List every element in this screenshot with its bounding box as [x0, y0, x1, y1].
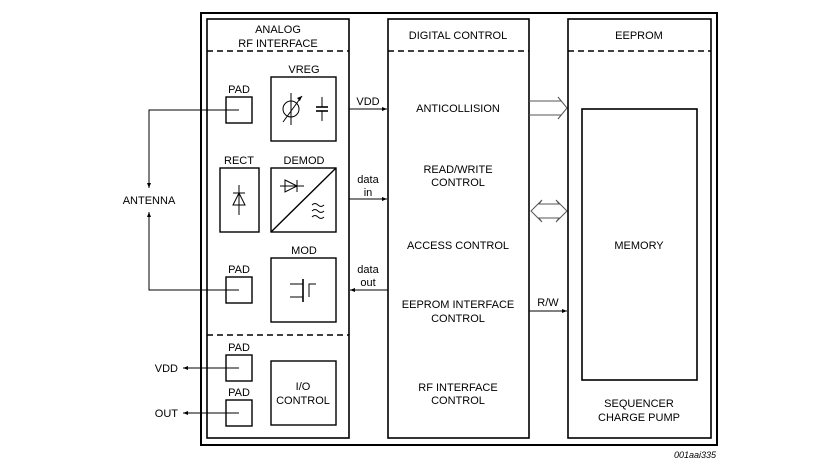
io-control-line1: I/O — [296, 381, 311, 393]
figure-id: 001aai335 — [674, 450, 717, 460]
antenna-connection — [147, 109, 239, 291]
digital-item-rf-if-1: RF INTERFACE — [418, 382, 497, 394]
eeprom-title: EEPROM — [615, 30, 663, 42]
digital-title: DIGITAL CONTROL — [409, 30, 507, 42]
digital-item-access-control: ACCESS CONTROL — [407, 240, 509, 252]
data-in-label-2: in — [364, 187, 373, 199]
analog-title-line2: RF INTERFACE — [238, 38, 317, 50]
pad-label-out: PAD — [228, 387, 250, 399]
memory-label: MEMORY — [614, 240, 664, 252]
rect-label: RECT — [224, 155, 254, 167]
variable-current-source-icon — [282, 93, 303, 125]
data-in-label-1: data — [357, 174, 379, 186]
digital-item-eeprom-if-2: CONTROL — [431, 313, 485, 325]
vdd-signal-label: VDD — [356, 96, 379, 108]
digital-item-readwrite-1: READ/WRITE — [423, 164, 492, 176]
vreg-block — [270, 76, 337, 142]
bus-arrow-bidirectional — [530, 199, 568, 223]
io-control-line2: CONTROL — [276, 395, 330, 407]
diode-icon — [232, 185, 246, 215]
digital-item-readwrite-2: CONTROL — [431, 177, 485, 189]
pad-label-antenna-bottom: PAD — [228, 264, 250, 276]
bus-arrow-right — [529, 96, 568, 120]
filter-wave-icon — [311, 203, 325, 219]
rectifier-block — [219, 167, 260, 233]
mod-label: MOD — [291, 245, 317, 257]
transistor-icon — [290, 279, 316, 302]
antenna-label: ANTENNA — [123, 195, 176, 207]
vreg-label: VREG — [288, 64, 319, 76]
data-out-label-2: out — [360, 277, 375, 289]
demodulator-block — [270, 167, 337, 233]
data-out-label-1: data — [357, 264, 379, 276]
memory-block — [581, 108, 698, 381]
analog-rf-interface-block: ANALOG RF INTERFACE PAD VREG RECT — [206, 18, 350, 439]
rw-label: R/W — [537, 297, 559, 309]
chip-outline — [200, 12, 718, 446]
digital-item-anticollision: ANTICOLLISION — [416, 103, 500, 115]
pad-label-vdd: PAD — [228, 342, 250, 354]
digital-control-block: DIGITAL CONTROL ANTICOLLISION READ/WRITE… — [387, 18, 530, 439]
io-control-block: I/O CONTROL — [270, 360, 337, 426]
digital-item-rf-if-2: CONTROL — [431, 395, 485, 407]
sequencer-label: SEQUENCER — [604, 398, 674, 410]
charge-pump-label: CHARGE PUMP — [598, 412, 680, 424]
analog-title-line1: ANALOG — [255, 24, 301, 36]
out-output-label: OUT — [155, 408, 179, 420]
diode-icon — [280, 179, 304, 193]
eeprom-block: EEPROM MEMORY SEQUENCER CHARGE PUMP — [567, 18, 712, 439]
digital-item-eeprom-if-1: EEPROM INTERFACE — [402, 299, 514, 311]
vdd-output-label: VDD — [155, 363, 178, 375]
capacitor-icon — [316, 97, 328, 121]
demod-label: DEMOD — [284, 155, 325, 167]
pad-label-antenna-top: PAD — [228, 84, 250, 96]
modulator-block — [270, 257, 337, 323]
